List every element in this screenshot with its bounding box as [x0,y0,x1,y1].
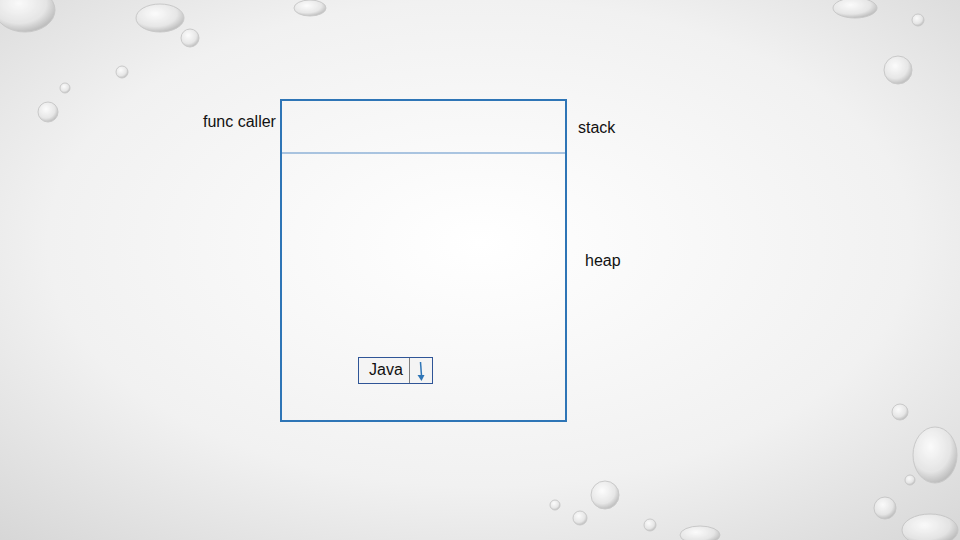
region-label: stack [578,118,615,137]
region-label: heap [585,251,621,270]
pointer-cell [409,358,432,383]
region-label: func caller [203,112,276,131]
object-name: Java [359,358,409,382]
memory-outline [281,100,566,421]
object-box: Java [358,357,433,384]
